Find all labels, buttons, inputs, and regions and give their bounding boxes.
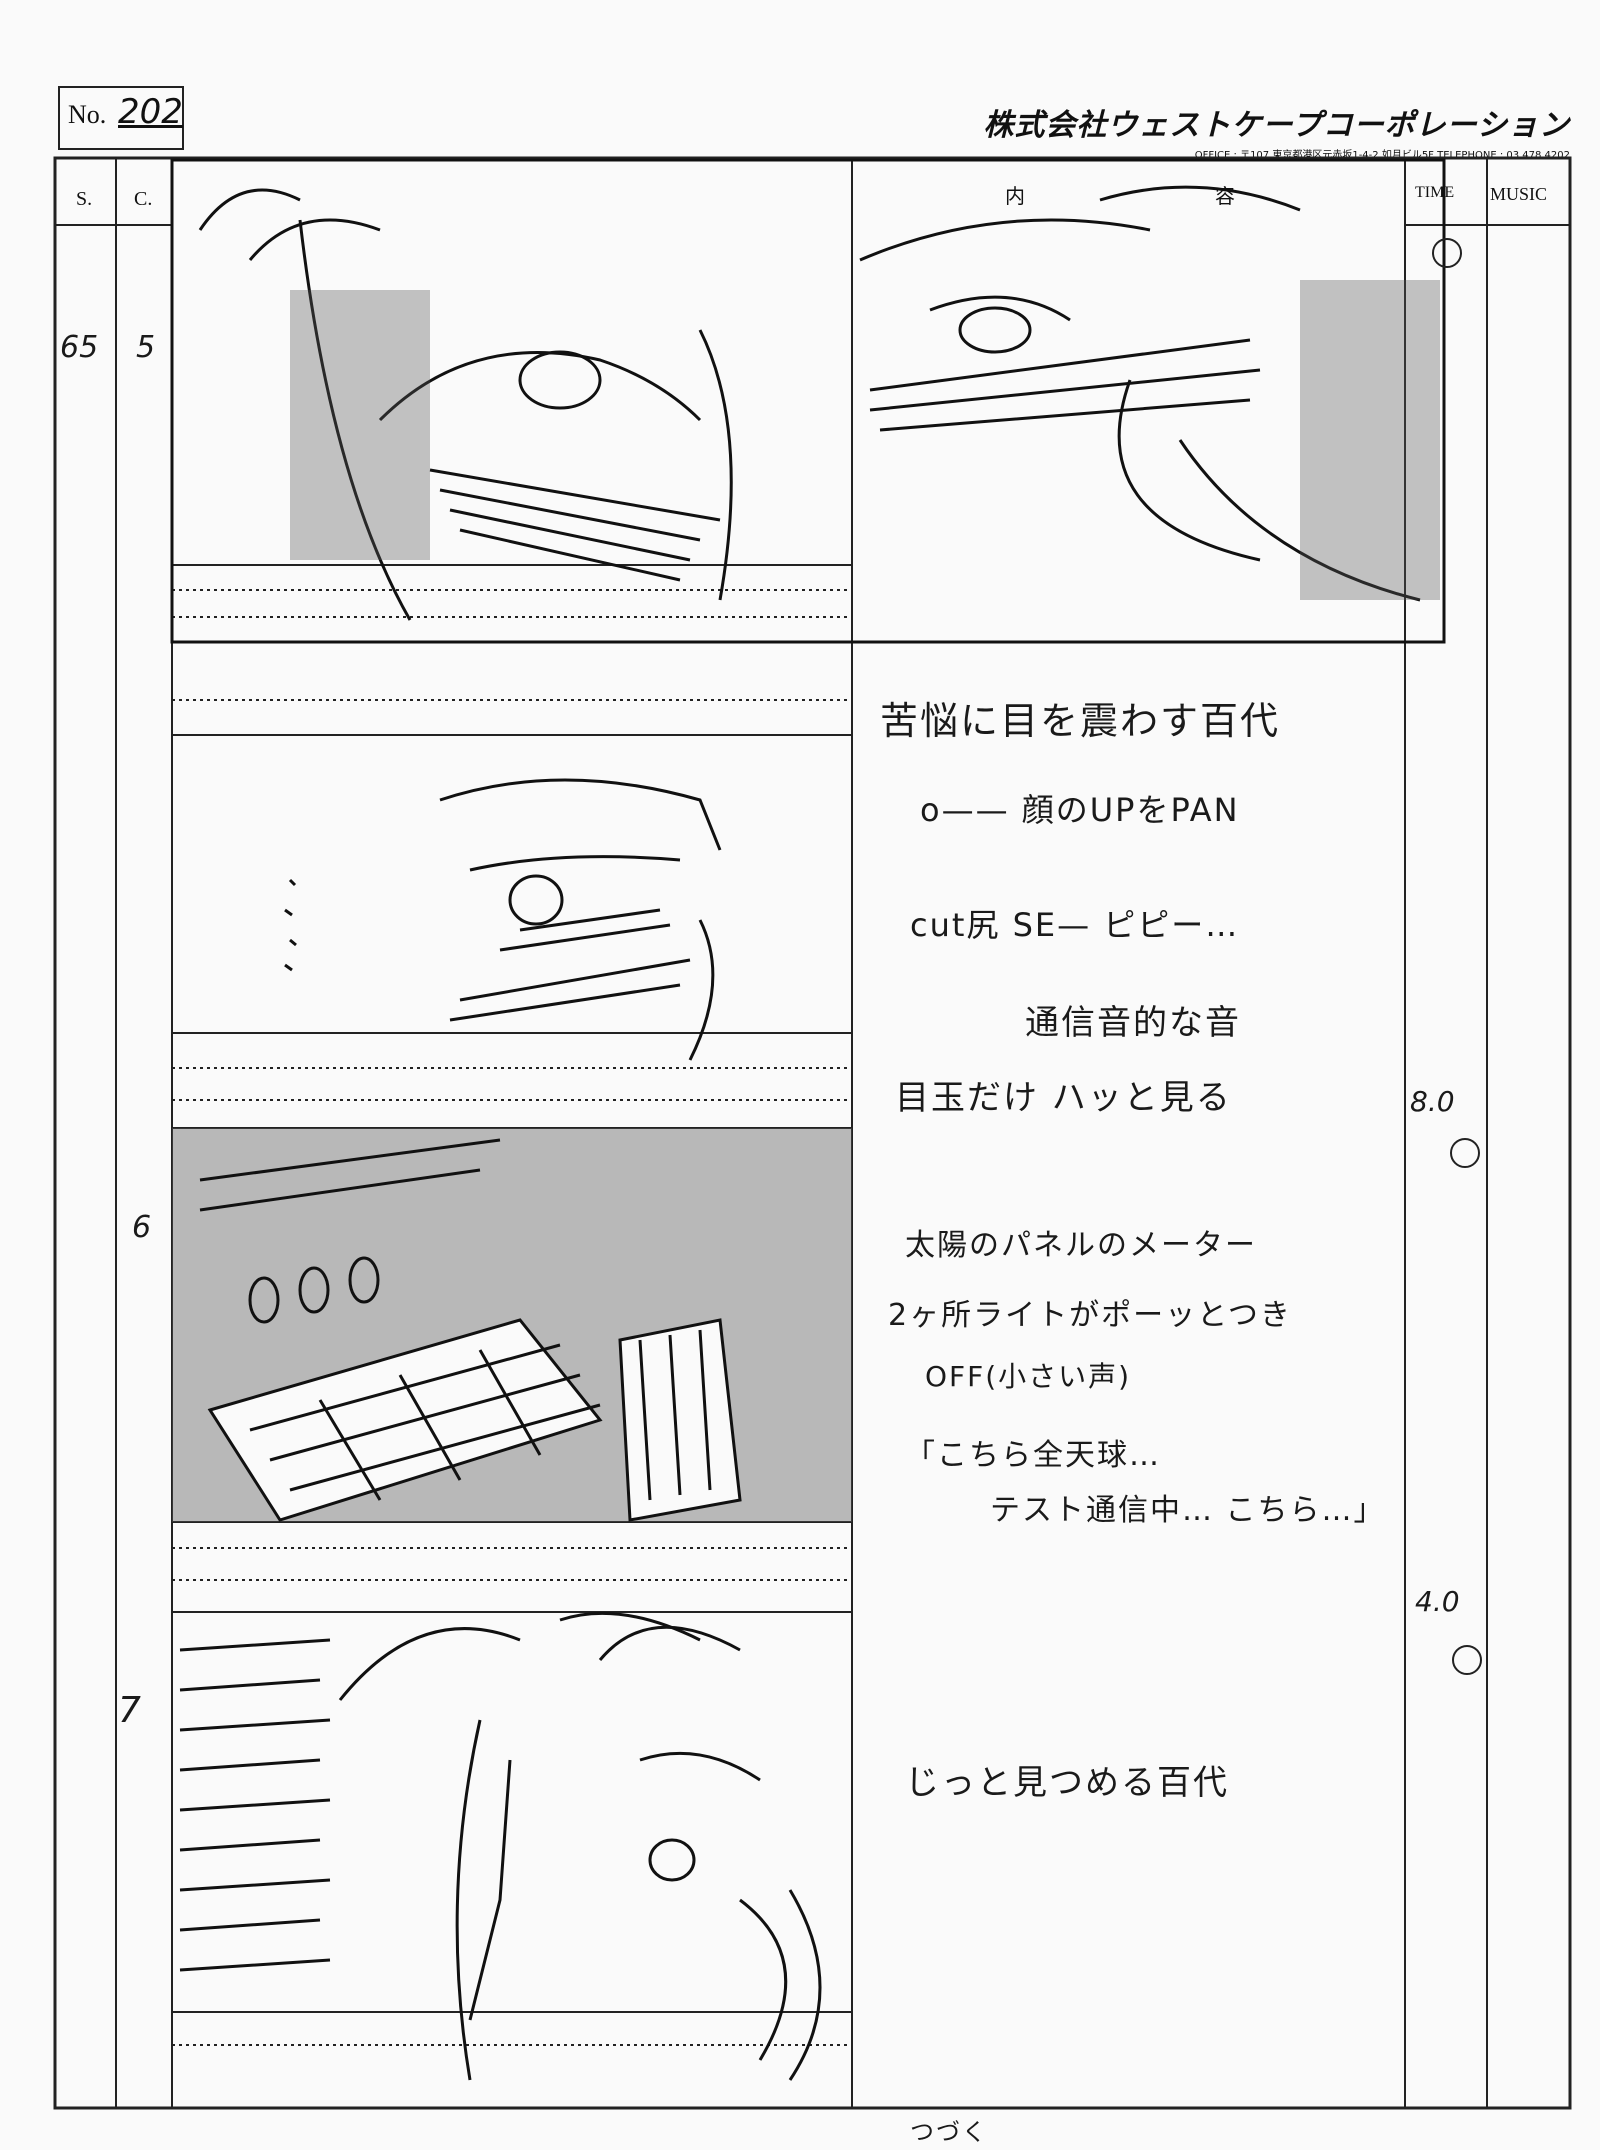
header-music: MUSIC — [1490, 184, 1548, 204]
note-line: じっと見つめる百代 — [905, 1763, 1229, 1803]
note-line: つづく — [910, 2118, 988, 2146]
note-line: o—— 顔のUPをPAN — [920, 791, 1240, 829]
page-number-box: No. 202 — [58, 86, 184, 150]
page-number-label: No. — [68, 100, 107, 129]
note-line: 通信音的な音 — [1025, 1003, 1241, 1043]
punch-holes — [1432, 238, 1482, 1675]
note-line: テスト通信中… こちら…」 — [990, 1493, 1386, 1528]
note-line: 2ヶ所ライトがポーッとつき — [888, 1298, 1292, 1333]
note-line: 太陽のパネルのメーター — [905, 1228, 1257, 1263]
note-line: 苦悩に目を震わす百代 — [880, 699, 1281, 743]
scene-number: 65 — [60, 330, 99, 365]
panel-4-sketch — [179, 1611, 822, 2081]
time-value: 4.0 — [1415, 1585, 1460, 1618]
page-number: 202 — [118, 92, 183, 132]
cut-number: 6 — [132, 1210, 152, 1245]
header-content-2: 容 — [1215, 186, 1235, 208]
panel-2-sketch — [284, 778, 722, 1061]
note-line: 「こちら全天球… — [905, 1438, 1161, 1473]
note-line: OFF(小さい声) — [925, 1360, 1132, 1393]
company-header: 株式会社ウェストケープコーポレーション OFFICE : 〒107 東京都港区元… — [983, 100, 1570, 161]
panel-1-tone — [290, 280, 1440, 600]
header-scene: S. — [76, 188, 93, 210]
cut-number: 7 — [118, 1690, 141, 1731]
company-name: 株式会社ウェストケープコーポレーション — [983, 108, 1570, 143]
time-value: 8.0 — [1410, 1085, 1455, 1118]
company-address: OFFICE : 〒107 東京都港区元赤坂1-4-2 如月ビル5F TELEP… — [1194, 150, 1570, 161]
panel-3-sketch — [199, 1138, 742, 1522]
panel-1-sketch — [170, 158, 1446, 644]
note-line: cut尻 SE— ピピー… — [910, 906, 1240, 944]
note-line: 目玉だけ ハッと見る — [895, 1078, 1232, 1118]
header-cut: C. — [134, 188, 153, 210]
cut-number: 5 — [136, 330, 156, 365]
header-time: TIME — [1415, 184, 1455, 201]
header-content-1: 内 — [1005, 186, 1025, 208]
